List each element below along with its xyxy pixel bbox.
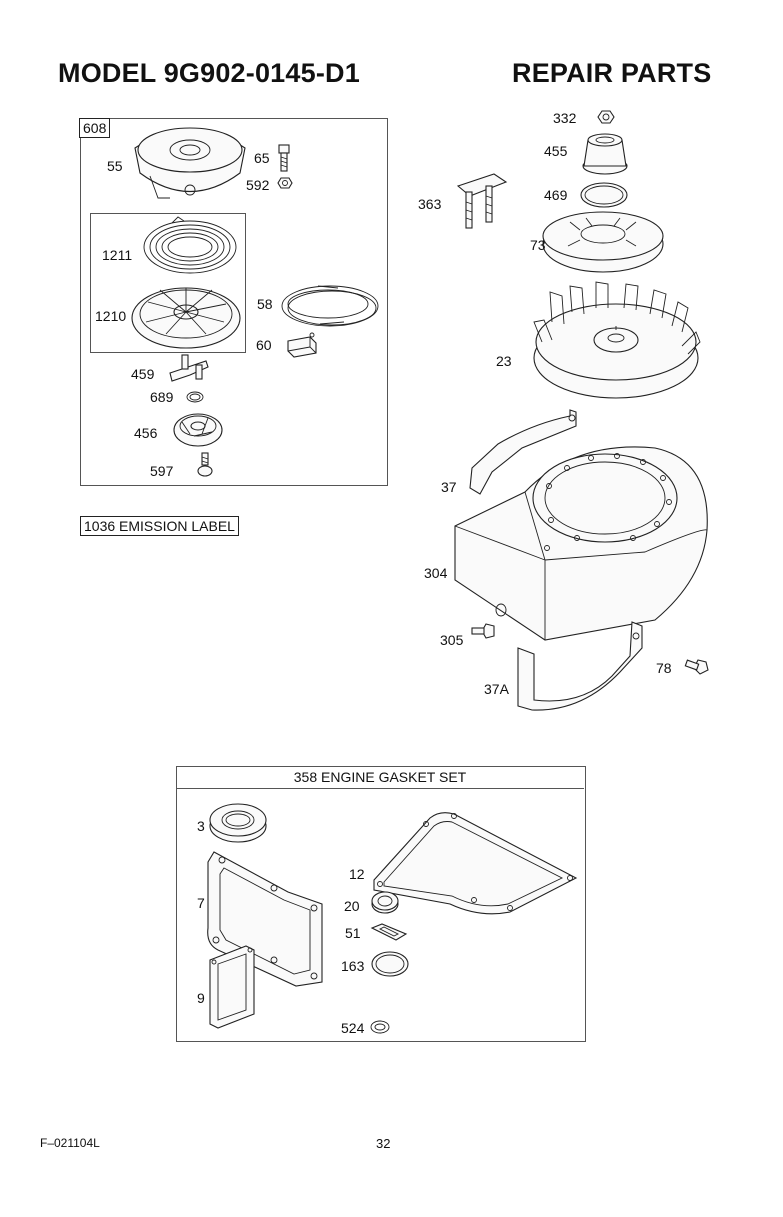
page-number: 32 <box>376 1136 390 1151</box>
gasket-set-title: 358 ENGINE GASKET SET <box>176 766 584 789</box>
washer-icon <box>370 1020 390 1034</box>
label-592: 592 <box>246 177 269 193</box>
model-title: MODEL 9G902-0145-D1 <box>58 58 360 89</box>
label-689: 689 <box>150 389 173 405</box>
retainer-ring-icon <box>579 180 629 210</box>
label-3: 3 <box>197 818 205 834</box>
label-455: 455 <box>544 143 567 159</box>
label-469: 469 <box>544 187 567 203</box>
kit-number-608: 608 <box>79 118 110 138</box>
nut-icon <box>598 110 614 124</box>
label-524: 524 <box>341 1020 364 1036</box>
retainer-ring-icon <box>186 391 204 403</box>
starter-housing-icon <box>130 118 250 208</box>
flywheel-icon <box>532 282 700 400</box>
screw-icon <box>197 453 213 479</box>
bracket-icon <box>452 168 508 230</box>
pulley-wheel-icon <box>130 278 242 350</box>
blower-housing-icon <box>455 430 713 642</box>
gasket-icon <box>206 944 258 1030</box>
label-456: 456 <box>134 425 157 441</box>
gasket-icon <box>370 808 580 918</box>
bolt-icon <box>277 145 291 173</box>
nut-icon <box>278 177 292 189</box>
label-597: 597 <box>150 463 173 479</box>
label-58: 58 <box>257 296 273 312</box>
fan-icon <box>540 210 666 274</box>
label-55: 55 <box>107 158 123 174</box>
label-37a: 37A <box>484 681 509 697</box>
gasket-icon <box>370 950 410 978</box>
baffle-icon <box>512 620 648 712</box>
label-65: 65 <box>254 150 270 166</box>
label-305: 305 <box>440 632 463 648</box>
label-459: 459 <box>131 366 154 382</box>
cup-icon <box>172 408 224 448</box>
label-20: 20 <box>344 898 360 914</box>
label-51: 51 <box>345 925 361 941</box>
screw-icon <box>470 622 496 640</box>
label-23: 23 <box>496 353 512 369</box>
label-12: 12 <box>349 866 365 882</box>
label-163: 163 <box>341 958 364 974</box>
emission-label: 1036 EMISSION LABEL <box>80 516 239 536</box>
label-78: 78 <box>656 660 672 676</box>
spring-icon <box>142 215 238 275</box>
label-1211: 1211 <box>102 247 132 263</box>
document-code: F–021104L <box>40 1136 100 1150</box>
label-9: 9 <box>197 990 205 1006</box>
rope-icon <box>278 282 386 332</box>
label-7: 7 <box>197 895 205 911</box>
handle-icon <box>286 333 320 359</box>
label-60: 60 <box>256 337 272 353</box>
gasket-icon <box>370 922 408 942</box>
seal-icon <box>206 800 270 844</box>
cup-icon <box>580 132 630 176</box>
label-73: 73 <box>530 237 546 253</box>
label-363: 363 <box>418 196 441 212</box>
screw-icon <box>684 658 710 676</box>
dog-icon <box>168 355 210 383</box>
section-title: REPAIR PARTS <box>512 58 711 89</box>
seal-icon <box>370 890 400 914</box>
label-332: 332 <box>553 110 576 126</box>
label-304: 304 <box>424 565 447 581</box>
label-1210: 1210 <box>95 308 126 324</box>
